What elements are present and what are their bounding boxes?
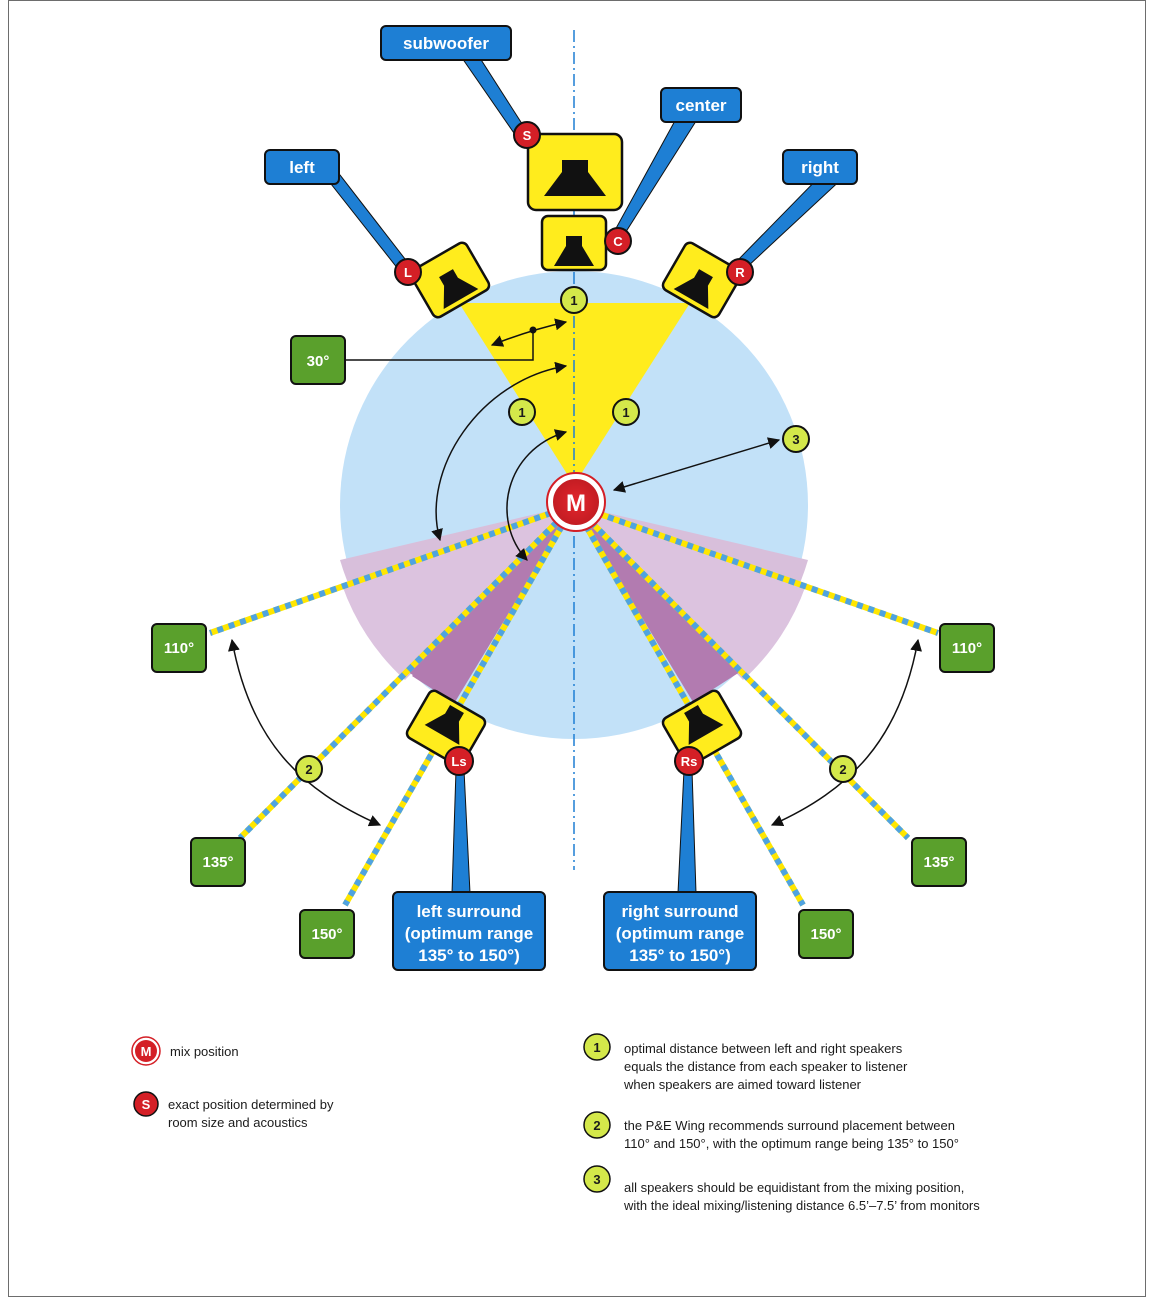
legend-1-marker: 1: [593, 1040, 600, 1055]
left-surround-speaker: [405, 689, 487, 767]
right-surround-speaker: [661, 689, 743, 767]
mix-position-text: M: [566, 490, 586, 517]
legend-s: S exact position determined by room size…: [133, 1091, 334, 1130]
angle-left-135-text: 135°: [202, 854, 233, 871]
number-marker-2-right: 2: [829, 755, 857, 783]
angle-right-135-text: 135°: [923, 854, 954, 871]
right-speaker: [661, 241, 743, 319]
number-1-left-text: 1: [518, 405, 525, 420]
number-marker-1-right: 1: [612, 398, 640, 426]
legend-mix: M mix position: [131, 1036, 239, 1066]
legend-1-line-2: equals the distance from each speaker to…: [624, 1059, 908, 1074]
legend-2-line-2: 110° and 150°, with the optimum range be…: [624, 1136, 959, 1151]
legend-s-line-2: room size and acoustics: [168, 1115, 308, 1130]
number-3-text: 3: [792, 432, 799, 447]
left-surround-line-3: 135° to 150°): [418, 946, 519, 965]
marker-ls-text: Ls: [451, 754, 466, 769]
number-1-top-text: 1: [570, 293, 577, 308]
angle-left-110-text: 110°: [164, 640, 194, 657]
label-left-text: left: [289, 158, 315, 177]
callout-lines: [318, 54, 848, 894]
legend-2-marker: 2: [593, 1118, 600, 1133]
legend-1: 1 optimal distance between left and righ…: [583, 1033, 908, 1092]
label-subwoofer-text: subwoofer: [403, 34, 489, 53]
right-surround-optimum-sector: [574, 505, 743, 702]
angle-right-110-text: 110°: [952, 640, 982, 657]
legend-3-line-1: all speakers should be equidistant from …: [624, 1180, 964, 1195]
angle-box-right-135: 135°: [911, 837, 967, 887]
angle-box-right-150: 150°: [798, 909, 854, 959]
angle-right-150-text: 150°: [810, 926, 841, 943]
marker-ls: Ls: [444, 746, 474, 776]
angle-30-text: 30°: [307, 353, 330, 370]
angle-arcs: [228, 318, 922, 827]
angle-box-left-110: 110°: [151, 623, 207, 673]
label-left: left: [264, 149, 340, 185]
marker-s-text: S: [523, 128, 532, 143]
subwoofer-speaker: [526, 132, 624, 212]
right-surround-line-3: 135° to 150°): [629, 946, 730, 965]
left-surround-line-2: (optimum range: [405, 924, 533, 943]
legend-3: 3 all speakers should be equidistant fro…: [583, 1165, 980, 1213]
legend-s-marker: S: [142, 1097, 151, 1112]
marker-l: L: [394, 258, 422, 286]
marker-c: C: [604, 227, 632, 255]
legend-s-line-1: exact position determined by: [168, 1097, 334, 1112]
label-right-text: right: [801, 158, 839, 177]
angle-left-150-text: 150°: [311, 926, 342, 943]
legend-3-marker: 3: [593, 1172, 600, 1187]
number-marker-1-top: 1: [560, 286, 588, 314]
label-subwoofer: subwoofer: [380, 25, 512, 61]
angle-box-right-110: 110°: [939, 623, 995, 673]
legend-mix-text: mix position: [170, 1044, 239, 1059]
marker-rs-text: Rs: [681, 754, 698, 769]
angle-30-pointer: [340, 326, 537, 361]
number-marker-3: 3: [782, 425, 810, 453]
right-surround-line-2: (optimum range: [616, 924, 744, 943]
right-surround-line-1: right surround: [621, 902, 738, 921]
legend: M mix position S exact position determin…: [131, 1033, 980, 1213]
legend-1-line-1: optimal distance between left and right …: [624, 1041, 903, 1056]
angle-box-left-150: 150°: [299, 909, 355, 959]
legend-1-line-3: when speakers are aimed toward listener: [623, 1077, 862, 1092]
right-surround-range-mid: [574, 505, 806, 680]
center-speaker: [540, 214, 608, 272]
label-right-surround: right surround (optimum range 135° to 15…: [603, 891, 757, 971]
label-right: right: [782, 149, 858, 185]
number-marker-2-left: 2: [295, 755, 323, 783]
label-center: center: [660, 87, 742, 123]
number-2-right-text: 2: [839, 762, 846, 777]
number-marker-1-left: 1: [508, 398, 536, 426]
marker-r: R: [726, 258, 754, 286]
legend-2-line-1: the P&E Wing recommends surround placeme…: [624, 1118, 955, 1133]
marker-s: S: [513, 121, 541, 149]
marker-c-text: C: [613, 234, 623, 249]
mix-position-marker: M: [546, 472, 606, 532]
label-center-text: center: [675, 96, 726, 115]
marker-rs: Rs: [674, 746, 704, 776]
angle-box-30: 30°: [290, 335, 346, 385]
legend-3-line-2: with the ideal mixing/listening distance…: [623, 1198, 980, 1213]
legend-2: 2 the P&E Wing recommends surround place…: [583, 1111, 959, 1151]
number-1-right-text: 1: [622, 405, 629, 420]
label-left-surround: left surround (optimum range 135° to 150…: [392, 891, 546, 971]
number-2-left-text: 2: [305, 762, 312, 777]
angle-box-left-135: 135°: [190, 837, 246, 887]
legend-mix-marker: M: [141, 1044, 152, 1059]
left-speaker: [409, 241, 491, 319]
marker-r-text: R: [735, 265, 745, 280]
left-surround-line-1: left surround: [417, 902, 522, 921]
marker-l-text: L: [404, 265, 412, 280]
